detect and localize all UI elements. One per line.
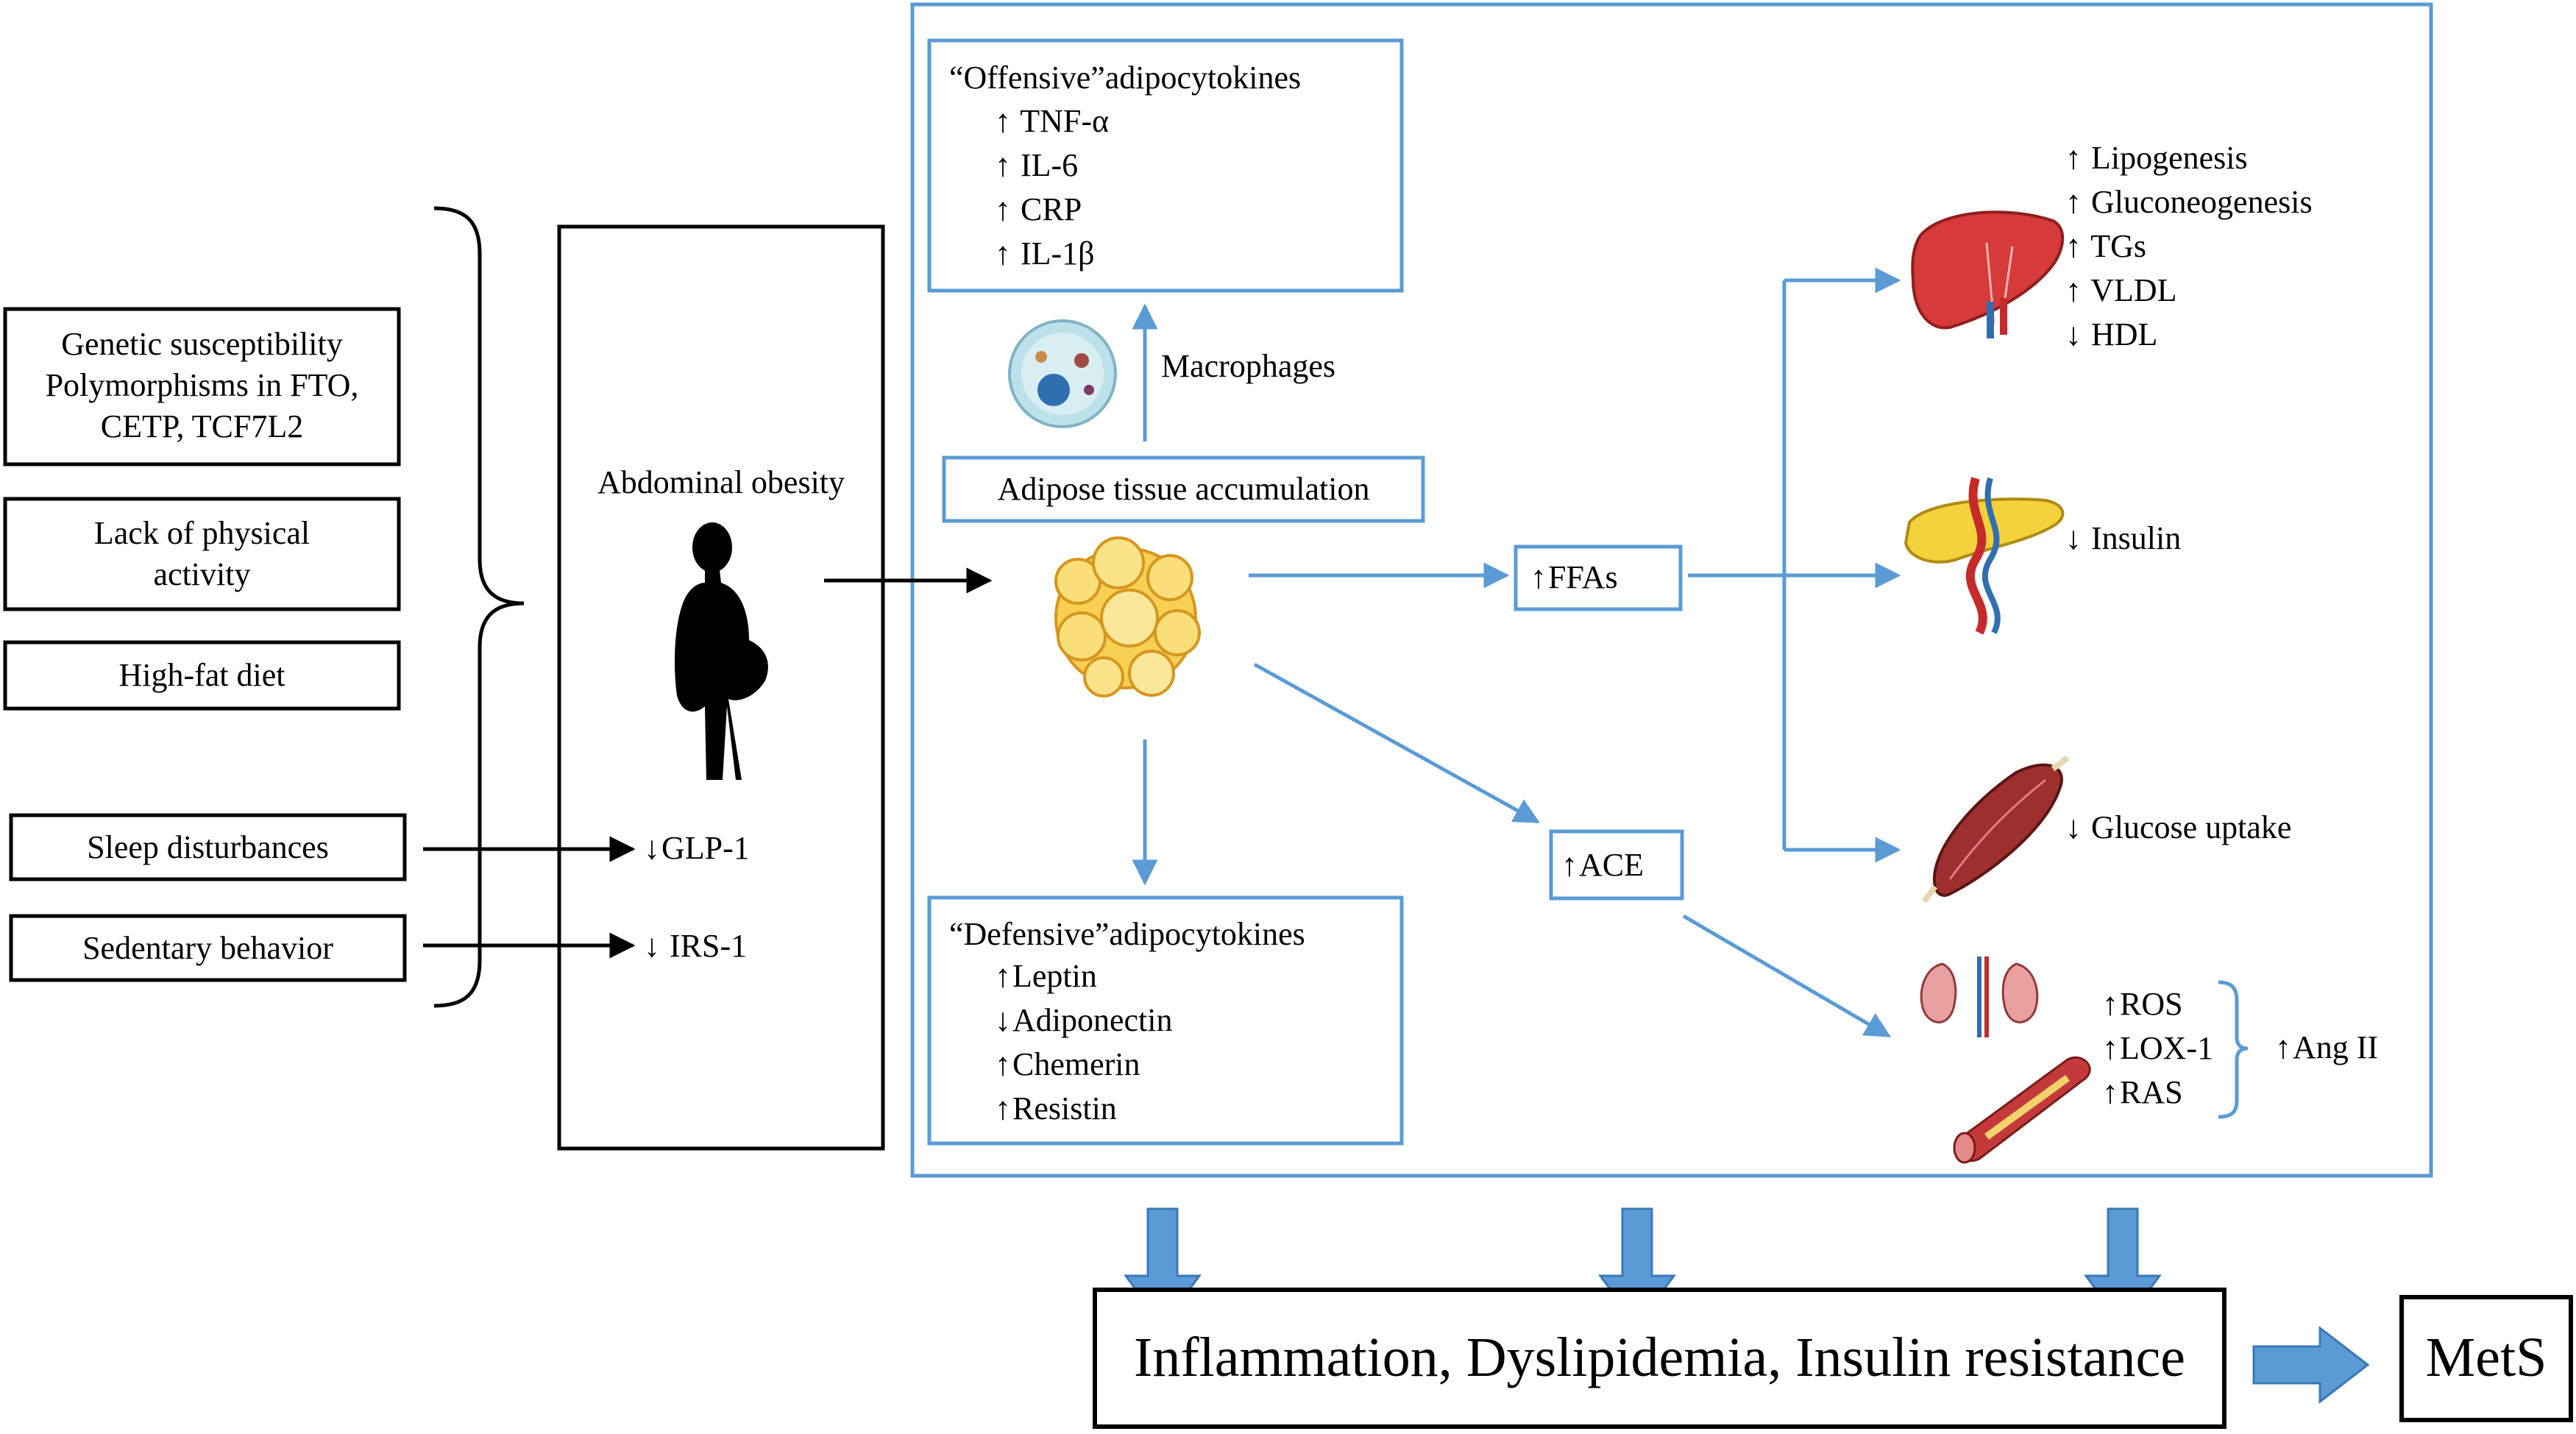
muscle-icon: [1921, 755, 2070, 904]
list-item: ↑ TNF-α: [993, 99, 1109, 143]
list-item: ↓Adiponectin: [993, 998, 1173, 1043]
list-item: ↑ROS: [2101, 982, 2213, 1026]
list-item: ↑ CRP: [993, 188, 1109, 232]
up-arrow-icon: ↑: [2102, 1030, 2118, 1066]
defensive-title: “Defensive”adipocytokines: [949, 916, 1305, 952]
down-arrow-icon: ↓: [2065, 809, 2082, 845]
list-item: ↑ VLDL: [2064, 269, 2313, 313]
irs1-label: ↓ IRS-1: [642, 926, 747, 967]
up-arrow-icon: ↑: [2065, 272, 2082, 308]
list-item: ↑Chemerin: [993, 1043, 1173, 1087]
macrophages-label: Macrophages: [1161, 348, 1336, 384]
up-arrow-icon: ↑: [995, 235, 1011, 271]
offensive-list: ↑ TNF-α ↑ IL-6 ↑ CRP ↑ IL-1β: [993, 99, 1109, 276]
list-item: ↑ Gluconeogenesis: [2064, 180, 2313, 224]
down-arrow-icon: ↓: [644, 830, 660, 866]
outcome-label: Inflammation, Dyslipidemia, Insulin resi…: [1134, 1327, 2185, 1388]
list-item: ↑ IL-6: [993, 143, 1109, 188]
sedentary-text: Sedentary behavior: [82, 930, 333, 966]
pancreas-icon: [1903, 477, 2065, 635]
up-arrow-icon: ↑: [995, 958, 1011, 994]
list-item: ↑Leptin: [993, 954, 1173, 998]
glucose-uptake-label: ↓ Glucose uptake: [2064, 807, 2291, 848]
ace-box: [1549, 829, 1684, 901]
up-arrow-icon: ↑: [995, 103, 1011, 139]
ace-label: ↑ACE: [1560, 845, 1644, 886]
defensive-list: ↑Leptin ↓Adiponectin ↑Chemerin ↑Resistin: [993, 954, 1173, 1131]
genetic-text: Genetic susceptibility Polymorphisms in …: [45, 326, 359, 444]
adipocyte-cluster-icon: [1054, 536, 1201, 698]
physical-box: [3, 497, 401, 611]
up-arrow-icon: ↑: [2065, 184, 2082, 220]
abdominal-obesity-label: Abdominal obesity: [597, 464, 845, 500]
ffas-label: ↑FFAs: [1529, 557, 1618, 598]
liver-icon: [1911, 210, 2065, 338]
up-arrow-icon: ↑: [1561, 847, 1578, 883]
obesity-box: [557, 224, 885, 1151]
list-item: ↑LOX-1: [2101, 1026, 2213, 1071]
ffas-box: [1514, 544, 1683, 611]
up-arrow-icon: ↑: [995, 147, 1011, 183]
list-item: ↑ Lipogenesis: [2064, 136, 2313, 180]
down-arrow-icon: ↓: [2065, 316, 2082, 352]
high-fat-diet-text: High-fat diet: [118, 657, 285, 693]
up-arrow-icon: ↑: [2065, 228, 2082, 264]
liver-effects-list: ↑ Lipogenesis ↑ Gluconeogenesis ↑ TGs ↑ …: [2064, 136, 2313, 357]
list-item: ↑Resistin: [993, 1087, 1173, 1131]
genetic-box: [3, 307, 401, 466]
mechanism-panel: [910, 2, 2433, 1178]
mets-box: [2399, 1295, 2573, 1422]
offensive-box: [927, 38, 1404, 293]
up-arrow-icon: ↑: [2102, 1074, 2118, 1110]
list-item: ↓ HDL: [2064, 313, 2313, 357]
down-arrow-icon: ↓: [2065, 520, 2082, 556]
sedentary-box: [9, 914, 407, 982]
obese-person-icon: [675, 522, 768, 780]
adipose-box: [942, 455, 1425, 523]
list-item: ↑RAS: [2101, 1071, 2213, 1115]
physical-activity-text: Lack of physical activity: [93, 515, 311, 592]
blood-vessel-icon: [1953, 1056, 2091, 1164]
outcome-box: [1093, 1288, 2226, 1429]
up-arrow-icon: ↑: [995, 191, 1011, 227]
down-arrow-icon: ↓: [644, 928, 660, 964]
up-arrow-icon: ↑: [1530, 559, 1547, 595]
adipose-to-ace-arrow: [1253, 662, 1541, 824]
vascular-effects-list: ↑ROS ↑LOX-1 ↑RAS: [2101, 982, 2213, 1115]
up-arrow-icon: ↑: [2102, 986, 2118, 1022]
risk-factor-brace: [433, 206, 525, 1008]
up-arrow-icon: ↑: [2065, 140, 2082, 176]
sleep-text: Sleep disturbances: [87, 829, 329, 865]
list-item: ↑ IL-1β: [993, 232, 1109, 276]
vascular-brace: [2218, 980, 2249, 1119]
block-arrow-to-mets: [2252, 1325, 2370, 1405]
down-arrow-icon: ↓: [995, 1002, 1011, 1038]
up-arrow-icon: ↑: [2275, 1029, 2291, 1065]
kidney-icon: [1920, 956, 2039, 1037]
defensive-box: [927, 895, 1404, 1146]
ace-to-vascular-arrow: [1682, 914, 1892, 1038]
adipose-label: Adipose tissue accumulation: [997, 471, 1370, 507]
insulin-label: ↓ Insulin: [2064, 518, 2181, 559]
ang-ii-label: ↑Ang II: [2274, 1027, 2378, 1068]
up-arrow-icon: ↑: [995, 1090, 1011, 1126]
sleep-box: [9, 813, 407, 881]
glp1-label: ↓GLP-1: [642, 828, 750, 869]
mets-label: MetS: [2425, 1327, 2547, 1388]
list-item: ↑ TGs: [2064, 224, 2313, 269]
macrophage-icon: [1008, 319, 1117, 428]
diet-box: [3, 640, 401, 711]
up-arrow-icon: ↑: [995, 1046, 1011, 1082]
offensive-title: “Offensive”adipocytokines: [949, 60, 1302, 96]
